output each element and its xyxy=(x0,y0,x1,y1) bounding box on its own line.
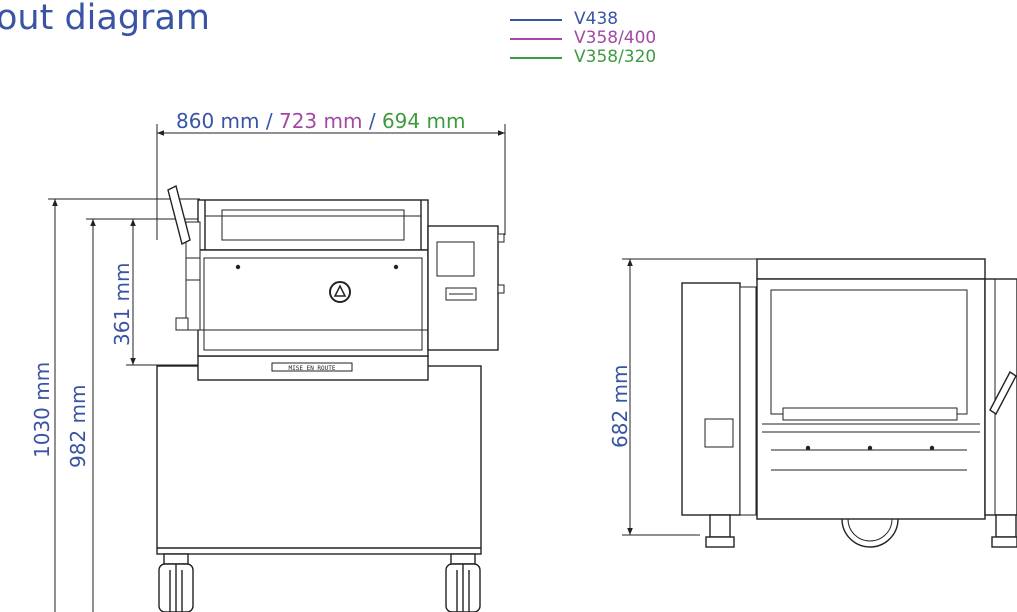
legend-item-v358-400: V358/400 xyxy=(510,29,656,48)
plate-label: MISE EN ROUTE xyxy=(289,365,336,372)
width-separator: / xyxy=(265,109,273,133)
width-separator: / xyxy=(368,109,376,133)
legend: V438 V358/400 V358/320 xyxy=(510,10,656,67)
legend-swatch xyxy=(510,18,562,21)
legend-swatch xyxy=(510,37,562,40)
page-title: out diagram xyxy=(0,0,210,38)
front-view: MISE EN ROUTE xyxy=(156,184,505,612)
width-v438: 860 mm xyxy=(176,109,260,133)
front-wheel-right xyxy=(445,553,481,612)
width-v358-400: 723 mm xyxy=(278,109,363,133)
width-dimension-label: 860 mm / 723 mm / 694 mm xyxy=(176,109,465,133)
legend-swatch xyxy=(510,56,562,59)
legend-label: V438 xyxy=(574,9,619,29)
side-view xyxy=(681,258,1017,548)
legend-label: V358/320 xyxy=(574,47,657,67)
legend-label: V358/400 xyxy=(574,28,657,48)
legend-item-v358-320: V358/320 xyxy=(510,48,656,67)
width-v358-320: 694 mm xyxy=(381,109,466,133)
front-wheel-left xyxy=(158,553,194,612)
legend-item-v438: V438 xyxy=(510,10,656,29)
